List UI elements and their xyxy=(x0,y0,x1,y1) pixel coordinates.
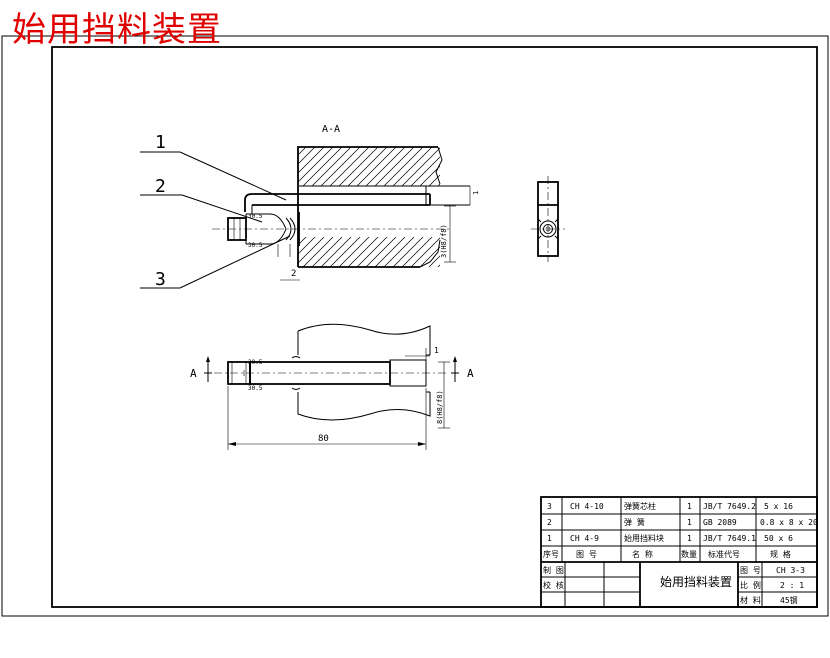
part1-std: JB/T 7649.1 xyxy=(703,534,756,543)
part3-name: 弹簧芯柱 xyxy=(624,501,656,511)
parts-list xyxy=(540,496,818,608)
part2-std: GB 2089 xyxy=(703,518,737,527)
inner-frame xyxy=(51,46,818,608)
part1-drawing: CH 4-9 xyxy=(570,534,599,543)
svg-text:1: 1 xyxy=(434,346,439,355)
dim-small-b: 30.5 xyxy=(248,242,263,249)
scale-label: 比 例 xyxy=(740,580,761,590)
section-marker-right: A xyxy=(467,367,474,380)
end-view xyxy=(531,176,565,262)
svg-text:8(H8/f8): 8(H8/f8) xyxy=(436,390,444,424)
part2-spec: 0.8 x 8 x 20 xyxy=(760,518,818,527)
svg-text:1: 1 xyxy=(155,132,166,153)
svg-text:2: 2 xyxy=(291,269,296,279)
dim-thickness-2: 2 xyxy=(280,269,300,281)
part3-qty: 1 xyxy=(687,502,692,511)
hdr-std: 标准代号 xyxy=(708,549,740,559)
drawing-no: CH 3-3 xyxy=(776,566,805,575)
dim-length-80: 80 xyxy=(227,386,427,450)
hdr-spec: 规 格 xyxy=(770,549,791,559)
svg-text:30.5: 30.5 xyxy=(248,359,263,366)
outer-border xyxy=(1,35,829,617)
dim-small-a: 30.5 xyxy=(248,213,263,220)
hdr-qty: 数量 xyxy=(681,549,697,559)
stop-plate xyxy=(244,185,470,212)
material: 45钢 xyxy=(780,595,798,605)
hdr-drawing: 图 号 xyxy=(576,550,597,559)
checked-by-label: 校 核 xyxy=(543,580,564,590)
dim-1: 1 xyxy=(405,346,439,360)
drawn-by-label: 制 图 xyxy=(543,565,564,575)
svg-text:80: 80 xyxy=(318,434,329,444)
part2-name: 弹 簧 xyxy=(624,517,645,527)
dim-bore-top: 3(H8/f8) xyxy=(440,205,456,263)
leader-2: 2 xyxy=(140,176,263,223)
dim-bore-bottom: 8(H8/f8) xyxy=(436,361,450,429)
svg-text:30.5: 30.5 xyxy=(248,385,263,392)
leader-3: 3 xyxy=(140,235,291,290)
part2-no: 2 xyxy=(547,518,552,527)
plan-view: A A 30.5 30.5 xyxy=(190,323,474,421)
spring-pin xyxy=(227,205,300,257)
banner-title: 始用挡料装置 xyxy=(12,10,222,50)
section-marker-left: A xyxy=(190,367,197,380)
hdr-no: 序号 xyxy=(543,549,559,559)
part3-drawing: CH 4-10 xyxy=(570,502,604,511)
part1-name: 始用挡料块 xyxy=(624,533,664,543)
drawing-no-label: 图 号 xyxy=(740,566,761,575)
svg-text:2: 2 xyxy=(155,176,166,197)
leader-1: 1 xyxy=(140,132,287,201)
material-label: 材 料 xyxy=(740,595,761,605)
part3-spec: 5 x 16 xyxy=(764,502,793,511)
dim-plate-thickness: 1 xyxy=(469,186,480,205)
part3-std: JB/T 7649.2 xyxy=(703,502,756,511)
part1-qty: 1 xyxy=(687,534,692,543)
section-label: A-A xyxy=(322,124,340,135)
svg-text:3: 3 xyxy=(155,269,166,290)
part3-no: 3 xyxy=(547,502,552,511)
part1-spec: 50 x 6 xyxy=(764,534,793,543)
hdr-name: 名 称 xyxy=(632,549,653,559)
svg-text:3(H8/f8): 3(H8/f8) xyxy=(440,224,448,258)
svg-text:1: 1 xyxy=(472,191,480,195)
part1-no: 1 xyxy=(547,534,552,543)
scale: 2 : 1 xyxy=(780,581,804,590)
part-name: 始用挡料装置 xyxy=(660,575,732,589)
title-block xyxy=(541,562,817,607)
part2-qty: 1 xyxy=(687,518,692,527)
